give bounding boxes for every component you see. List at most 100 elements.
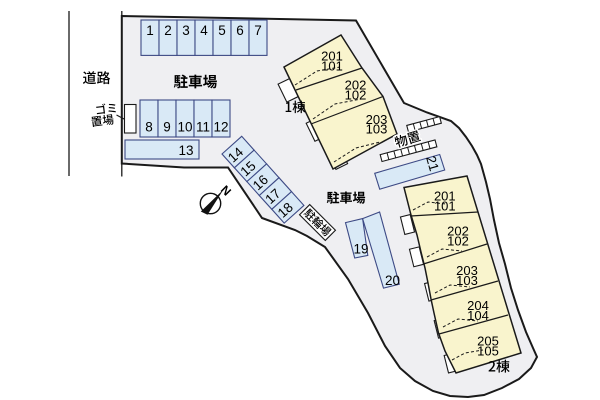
- parking-stall-6: 6: [230, 19, 250, 56]
- stair-dashed-line: [412, 201, 447, 211]
- stall-number: 10: [177, 120, 192, 135]
- map-labels: 道路駐車場駐車場ゴミ置場物置駐輪場1棟2棟: [82, 71, 510, 373]
- shed-box: [406, 115, 443, 133]
- stall-number: 12: [213, 120, 228, 135]
- parking-lot-label-mid-glyphs: [326, 191, 366, 204]
- unit-number-upper: 205: [477, 334, 499, 349]
- parking-stall-19: 19: [344, 217, 369, 259]
- parking-stall-2: 2: [158, 19, 178, 56]
- garbage-box: [123, 103, 137, 134]
- stall-number: 17: [262, 186, 283, 207]
- storage-units-row-lower: [379, 139, 438, 163]
- stall-number: 2: [164, 23, 172, 38]
- building1-label: 1棟: [285, 100, 306, 114]
- bicycle-parking-label: 駐輪場: [302, 206, 334, 238]
- unit-divider-line: [410, 211, 479, 217]
- unit-number-lower: 104: [467, 308, 489, 323]
- storage-area: [379, 115, 443, 163]
- parking-stall-15: 15: [233, 149, 268, 183]
- stall-area: [374, 153, 446, 190]
- unit-divider-line: [423, 243, 488, 265]
- stair-dashed-line: [294, 66, 341, 86]
- porch-box: [399, 213, 416, 236]
- unit-divider-line: [438, 314, 509, 335]
- stair-dashed-line: [426, 248, 463, 258]
- north-arrow-circle: [199, 192, 222, 215]
- unit-divider-line: [310, 95, 384, 125]
- parking-stall-1: 1: [140, 19, 160, 56]
- shed-divider-line: [419, 121, 423, 129]
- parking-stall-18: 18: [271, 190, 305, 224]
- shed-divider-line: [386, 152, 390, 160]
- parking-stall-16: 16: [246, 163, 280, 197]
- shed-divider-line: [425, 120, 429, 127]
- shed-divider-line: [427, 141, 431, 149]
- parking-lot-label-top-glyphs: [173, 74, 217, 89]
- parking-stall-10: 10: [175, 99, 195, 138]
- stall-area: [271, 190, 305, 224]
- stair-dashed-line: [451, 349, 484, 361]
- stair-dashed-line: [442, 318, 479, 328]
- garbage-area-label-line1: ゴミ: [94, 101, 118, 116]
- shed-divider-line: [400, 148, 404, 157]
- unit-number-upper: 203: [456, 263, 478, 278]
- stall-area: [361, 211, 400, 289]
- unit-number-lower: 103: [366, 122, 388, 137]
- stall-number: 3: [182, 23, 190, 38]
- parking-stall-3: 3: [176, 19, 196, 56]
- stall-number: 8: [145, 120, 153, 135]
- stair-dashed-line: [333, 141, 381, 163]
- storage-label: 物置: [392, 128, 423, 150]
- shed-divider-line: [407, 147, 410, 155]
- parking-stall-9: 9: [157, 99, 177, 138]
- stall-number: 1: [146, 23, 154, 38]
- stall-number: 18: [275, 200, 296, 221]
- stall-area: [248, 19, 268, 56]
- unit-number-lower: 102: [447, 234, 469, 249]
- unit-number-lower: 103: [456, 273, 478, 288]
- unit-number-upper: 203: [366, 112, 388, 127]
- building2-label-glyphs: [488, 359, 510, 373]
- stall-area: [344, 217, 369, 259]
- parking-stall-11: 11: [193, 99, 213, 138]
- stall-number: 7: [254, 23, 262, 38]
- unit-number-upper: 202: [345, 78, 367, 93]
- parking-stall-4: 4: [194, 19, 214, 56]
- unit-number-lower: 102: [345, 88, 367, 103]
- unit-number-upper: 201: [434, 189, 456, 204]
- building-outline: [403, 175, 522, 374]
- storage-units-row-upper: [406, 115, 443, 133]
- north-arrow-needle: [200, 189, 224, 215]
- stall-number: 20: [385, 273, 400, 288]
- stall-number: 4: [200, 23, 208, 38]
- stall-area: [124, 139, 200, 160]
- parking-stall-13: 13: [124, 139, 200, 160]
- stall-number: 15: [237, 158, 258, 179]
- north-arrow: N: [199, 183, 234, 215]
- stall-number: 11: [196, 120, 210, 135]
- garbage-area-label-line2-glyphs: [90, 112, 115, 129]
- storage-label-glyphs: [392, 128, 423, 150]
- parking-stall-21: 21: [374, 153, 446, 190]
- stall-area: [211, 99, 231, 138]
- unit-number-upper: 204: [467, 298, 489, 313]
- building2-label: 2棟: [488, 359, 510, 373]
- building1-label-glyphs: [285, 100, 306, 114]
- unit-divider-line: [430, 280, 499, 301]
- unit-number-lower: 105: [477, 344, 499, 359]
- road-label: 道路: [82, 71, 111, 85]
- parking-stall-14: 14: [221, 135, 255, 169]
- unit-divider-line: [295, 67, 363, 91]
- parking-stall-7: 7: [248, 19, 268, 56]
